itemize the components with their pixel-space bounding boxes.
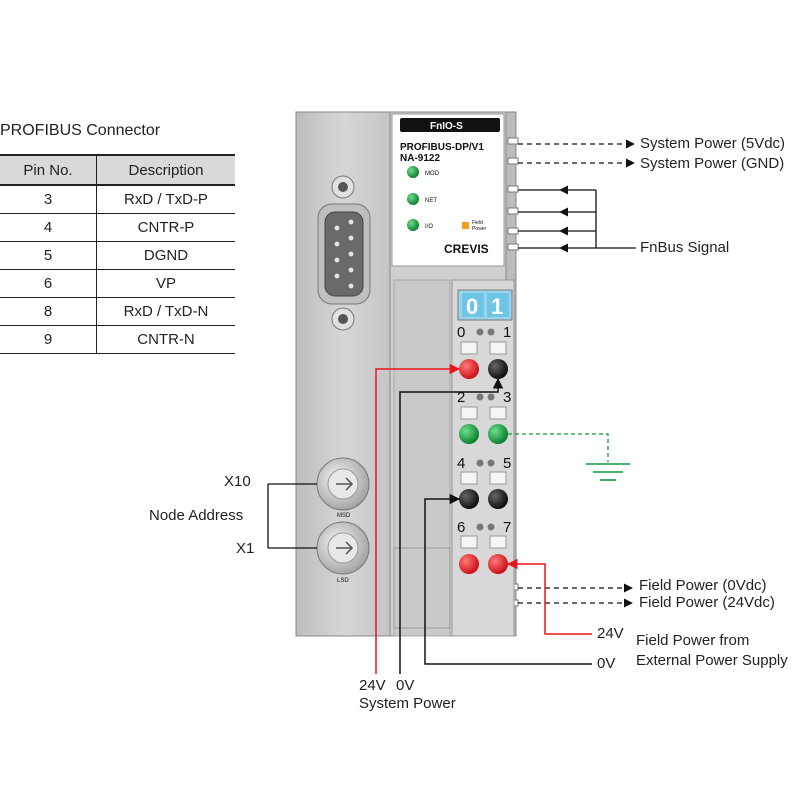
- brand-logo: CREVIS: [444, 242, 489, 256]
- description-cell: RxD / TxD-N: [96, 297, 235, 326]
- io-led: [407, 219, 419, 231]
- system-0v-label: 0V: [396, 677, 415, 694]
- external-0v-label: 0V: [597, 655, 616, 672]
- field-power-arrows: [518, 583, 633, 608]
- description-header: Description: [96, 154, 235, 186]
- node-address-bracket: [267, 483, 317, 549]
- terminal-number-4: 4: [457, 455, 465, 472]
- terminal-number-1: 1: [503, 324, 511, 341]
- system-power-gnd-label: System Power (GND): [640, 155, 785, 172]
- field-power-24v-label: Field Power (24Vdc): [639, 594, 775, 611]
- display-digit-1: 0: [466, 294, 478, 319]
- description-cell: VP: [96, 269, 235, 298]
- net-led: [407, 193, 419, 205]
- system-24v-label: 24V: [359, 677, 386, 694]
- connector-title: PROFIBUS Connector: [0, 122, 161, 139]
- ground-connection: [508, 433, 630, 481]
- model-tab-text: FnIO-S: [430, 121, 463, 132]
- terminal-number-5: 5: [503, 455, 511, 472]
- terminal-number-6: 6: [457, 519, 465, 536]
- description-cell: CNTR-P: [96, 213, 235, 242]
- x1-label: X1: [236, 540, 255, 557]
- pin-cell: 9: [0, 325, 97, 354]
- system-power-arrows: [518, 139, 635, 168]
- terminal-number-7: 7: [503, 519, 511, 536]
- system-0v-wire: [399, 377, 504, 674]
- net-led-label: NET: [425, 198, 437, 204]
- external-24v-label: 24V: [597, 625, 624, 642]
- description-cell: CNTR-N: [96, 325, 235, 354]
- model-number-text: NA-9122: [400, 153, 440, 164]
- fnbus-signal-label: FnBus Signal: [640, 239, 730, 256]
- pin-table-header: Pin No. Description: [0, 154, 235, 186]
- external-supply-line2: External Power Supply: [636, 652, 788, 669]
- node-address-label: Node Address: [149, 507, 244, 524]
- lsd-rotary-switch[interactable]: [316, 521, 370, 575]
- terminal-0-24v[interactable]: [459, 359, 479, 379]
- io-led-label: I/O: [425, 224, 433, 230]
- terminal-number-2: 2: [457, 389, 465, 406]
- mod-led-label: MOD: [425, 171, 440, 177]
- pin-header: Pin No.: [0, 154, 97, 186]
- terminal-number-3: 3: [503, 389, 511, 406]
- description-cell: DGND: [96, 241, 235, 270]
- terminal-6-24v[interactable]: [459, 554, 479, 574]
- display-digit-2: 1: [491, 294, 503, 319]
- pin-cell: 5: [0, 241, 97, 270]
- fnbus-signal-arrows: [518, 185, 636, 253]
- pin-cell: 6: [0, 269, 97, 298]
- external-24v-wire: [506, 558, 592, 635]
- terminal-7-24v[interactable]: [488, 554, 508, 574]
- terminal-3-fg[interactable]: [488, 424, 508, 444]
- msd-label: MSD: [337, 513, 351, 519]
- protocol-text: PROFIBUS-DP/V1: [400, 142, 484, 153]
- field-power-led: [462, 222, 469, 229]
- external-supply-line1: Field Power from: [636, 632, 750, 649]
- x10-label: X10: [224, 473, 251, 490]
- terminal-number-0: 0: [457, 324, 465, 341]
- profibus-db9-connector: [317, 175, 371, 331]
- terminal-2-fg[interactable]: [459, 424, 479, 444]
- terminal-5-0v[interactable]: [488, 489, 508, 509]
- field-power-0v-label: Field Power (0Vdc): [639, 577, 767, 594]
- terminal-4-0v[interactable]: [459, 489, 479, 509]
- pin-cell: 8: [0, 297, 97, 326]
- terminal-1-0v[interactable]: [488, 359, 508, 379]
- field-power-label-1: Field: [472, 220, 483, 226]
- mod-led: [407, 166, 419, 178]
- system-power-5v-label: System Power (5Vdc): [640, 135, 786, 152]
- label-panel: [391, 113, 505, 267]
- msd-rotary-switch[interactable]: [316, 457, 370, 511]
- field-power-label-2: Power: [472, 226, 487, 232]
- description-cell: RxD / TxD-P: [96, 185, 235, 214]
- lsd-label: LSD: [337, 578, 349, 584]
- system-power-label: System Power: [359, 695, 456, 712]
- pin-cell: 3: [0, 185, 97, 214]
- external-0v-wire: [424, 493, 592, 665]
- pin-cell: 4: [0, 213, 97, 242]
- system-24v-wire: [375, 363, 461, 674]
